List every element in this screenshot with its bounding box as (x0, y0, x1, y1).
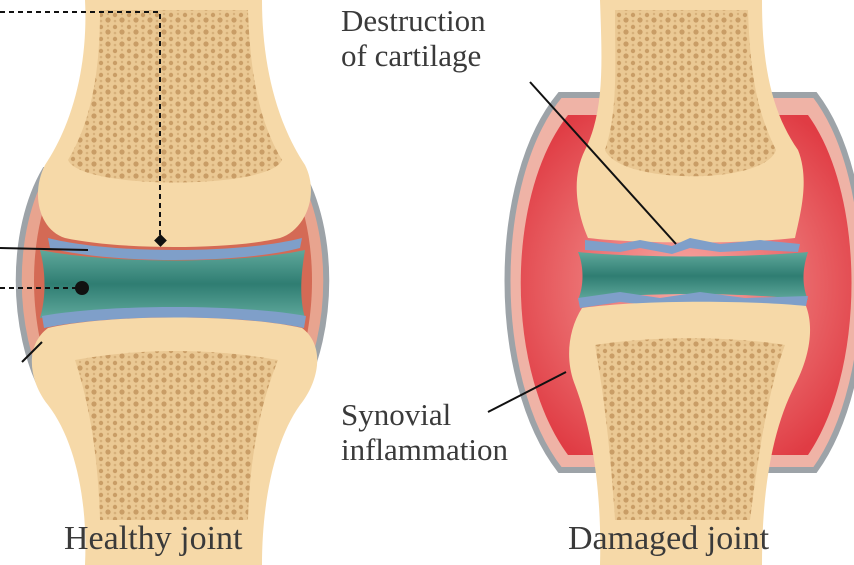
damaged-synovial-fluid (578, 252, 808, 300)
lower-bone-spongy (75, 351, 278, 520)
label-synovial-inflammation-line1: Synovial (341, 398, 508, 433)
label-cartilage-destruction-line2: of cartilage (341, 39, 486, 74)
pointer-dot (75, 281, 89, 295)
caption-damaged-joint: Damaged joint (568, 520, 769, 558)
label-synovial-inflammation-line2: inflammation (341, 433, 508, 468)
label-cartilage-destruction-line1: Destruction (341, 4, 486, 39)
label-cartilage-destruction: Destruction of cartilage (341, 4, 486, 73)
caption-healthy-joint-text: Healthy joint (64, 520, 242, 558)
caption-healthy-joint: Healthy joint (64, 520, 242, 558)
label-synovial-inflammation: Synovial inflammation (341, 398, 508, 467)
damaged-joint-illustration (488, 0, 854, 565)
healthy-joint-illustration (0, 0, 326, 565)
caption-damaged-joint-text: Damaged joint (568, 520, 769, 558)
